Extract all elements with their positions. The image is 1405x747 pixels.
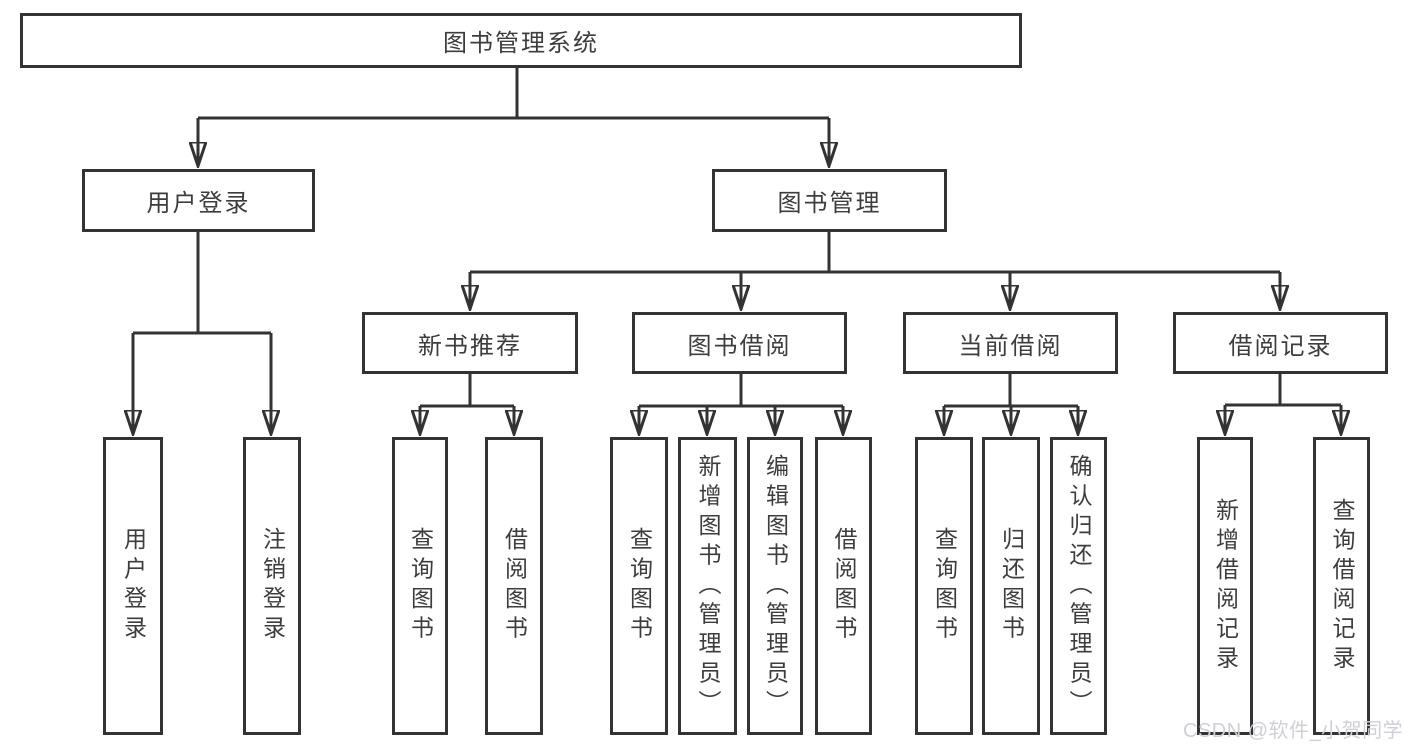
csdn-watermark: CSDN @软件_小贺同学: [1183, 720, 1404, 742]
leaf-current-return-books: 归还图书: [982, 437, 1040, 735]
node-new-book-recommendation: 新书推荐: [362, 312, 578, 374]
leaf-borrowing-edit-books-admin: 编辑图书（管理员）: [747, 437, 803, 735]
connector-book-borrowing-to-leaves: [639, 374, 843, 434]
node-book-borrowing: 图书借阅: [632, 312, 847, 374]
leaf-newbooks-query-books: 查询图书: [392, 437, 448, 735]
connector-borrowing-records-to-leaves: [1225, 374, 1341, 434]
connector-current-borrowing-to-leaves: [944, 374, 1078, 434]
leaf-records-add-record: 新增借阅记录: [1197, 437, 1253, 735]
node-borrowing-records: 借阅记录: [1173, 312, 1388, 374]
leaf-borrowing-add-books-admin: 新增图书（管理员）: [678, 437, 737, 735]
leaf-logout: 注销登录: [243, 437, 301, 735]
leaf-user-login: 用户登录: [103, 437, 163, 735]
connector-new-books-to-leaves: [420, 374, 514, 434]
connector-book-management-to-level3: [470, 232, 1280, 309]
leaf-borrowing-query-books: 查询图书: [610, 437, 668, 735]
leaf-current-query-books: 查询图书: [915, 437, 973, 735]
leaf-borrowing-borrow-books: 借阅图书: [815, 437, 872, 735]
leaf-records-query-record: 查询借阅记录: [1313, 437, 1370, 735]
node-book-management: 图书管理: [712, 169, 947, 232]
leaf-current-confirm-return-admin: 确认归还（管理员）: [1050, 437, 1107, 735]
node-current-borrowing: 当前借阅: [903, 312, 1118, 374]
connector-user-login-to-leaves: [133, 232, 271, 434]
node-root-library-system: 图书管理系统: [20, 13, 1022, 68]
node-user-login: 用户登录: [82, 169, 315, 232]
leaf-newbooks-borrow-books: 借阅图书: [485, 437, 543, 735]
connector-root-to-level2: [198, 68, 829, 166]
